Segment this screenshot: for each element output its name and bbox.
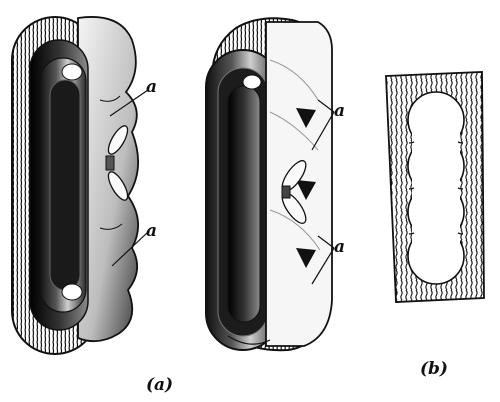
panel-a-right-insert (281, 160, 307, 224)
panel-a-left-insert (105, 125, 129, 201)
panel-b-caption: (b) (420, 359, 448, 379)
panel-a-caption: (a) (146, 375, 173, 395)
callout-label: a (334, 101, 345, 121)
callout-label: a (146, 77, 157, 97)
callout-label: a (334, 237, 345, 257)
panel-a-left-capsule (11, 16, 140, 355)
panel-a-left-callout-top: a (109, 77, 157, 117)
panel-a-left-callout-bottom: a (111, 221, 157, 267)
panel-b-block (385, 71, 485, 303)
panel-a-right-callout-top: a (311, 99, 345, 151)
panel-a-right-capsule (205, 17, 333, 352)
callout-label: a (146, 221, 157, 241)
panel-a-right-callout-bottom: a (311, 235, 345, 285)
